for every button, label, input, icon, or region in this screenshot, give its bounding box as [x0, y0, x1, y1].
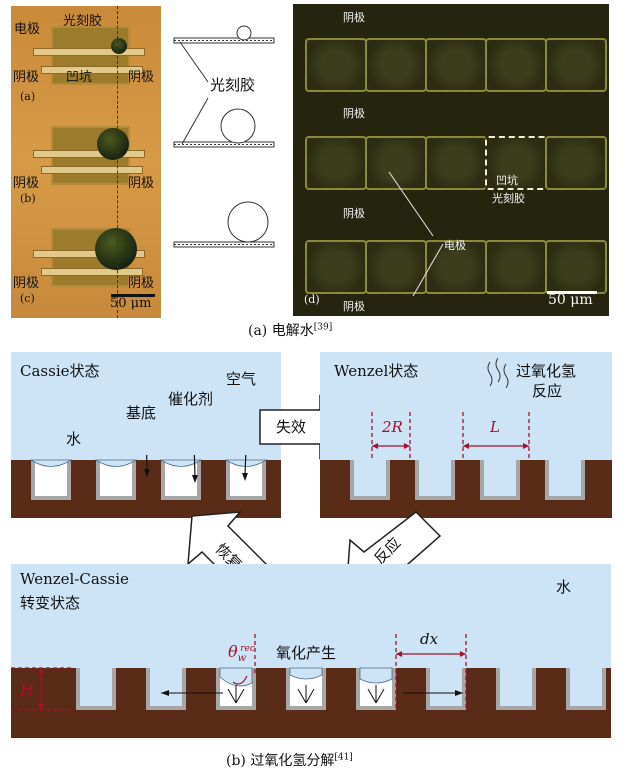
theta-sup: rec	[240, 643, 255, 654]
scale-label: 50 μm	[110, 296, 152, 311]
transition-dim-H: H	[20, 680, 34, 699]
pit-cell	[425, 240, 487, 294]
caption-b: (b) 过氧化氢分解[41]	[226, 750, 353, 770]
dark-label-electrode: 电极	[444, 239, 466, 252]
label-cathode: 阴极	[128, 176, 155, 191]
pit-cell	[485, 136, 547, 190]
dark-label-pit: 凹坑	[496, 174, 518, 187]
photo-column-left	[11, 6, 161, 318]
wenzel-title: Wenzel状态	[334, 362, 419, 380]
label-cathode: 阴极	[128, 70, 155, 85]
caption-a: (a) 电解水[39]	[248, 320, 332, 340]
caption-b-ref: [41]	[334, 752, 353, 763]
caption-a-text: (a) 电解水	[248, 323, 314, 339]
theta-main: θ	[228, 642, 238, 661]
cassie-label-water: 水	[66, 430, 82, 448]
bubble	[111, 38, 127, 54]
wenzel-dim-2R: 2R	[382, 418, 403, 436]
wenzel-pits	[350, 460, 585, 500]
scale-bar	[547, 291, 597, 294]
sub-label-b: (b)	[20, 192, 36, 205]
cassie-water	[11, 352, 281, 460]
dark-label-cathode: 阴极	[343, 11, 365, 24]
pit-cell	[545, 136, 607, 190]
transition-dim-dx: dx	[420, 630, 439, 648]
wenzel-water	[320, 352, 612, 460]
pit-cell	[305, 136, 367, 190]
transition-label-water: 水	[556, 578, 572, 596]
electrode-strip	[33, 48, 145, 56]
electrode-strip	[33, 250, 145, 258]
bubble	[97, 128, 129, 160]
transition-title-line2: 转变状态	[20, 594, 81, 612]
electrode-strip	[41, 268, 143, 276]
transition-dimensions	[11, 634, 467, 711]
dark-label-cathode: 阴极	[343, 207, 365, 220]
electrode-leaders	[388, 171, 444, 297]
sub-label-c: (c)	[20, 292, 35, 305]
caption-b-text: (b) 过氧化氢分解	[226, 753, 335, 769]
pit-cell	[545, 38, 607, 92]
transition-label-oxidation: 氧化产生	[276, 644, 337, 662]
pit-cell	[365, 136, 427, 190]
sub-label-a: (a)	[20, 90, 36, 103]
bubble	[95, 228, 137, 270]
label-cathode: 阴极	[13, 276, 40, 291]
label-photoresist: 光刻胶	[63, 14, 103, 29]
microscope-image	[293, 4, 609, 316]
scale-bar	[111, 294, 155, 297]
sub-label-d: (d)	[304, 293, 320, 306]
label-pit: 凹坑	[66, 70, 93, 85]
caption-a-ref: [39]	[313, 322, 333, 333]
wenzel-reaction-line2: 反应	[532, 382, 563, 400]
dark-scale-label: 50 μm	[548, 292, 593, 308]
bubble-sketch	[173, 25, 275, 248]
cassie-title: Cassie状态	[20, 362, 100, 380]
dark-label-cathode: 阴极	[343, 107, 365, 120]
cassie-label-substrate: 基底	[126, 404, 157, 422]
theta-sub: w	[237, 653, 247, 665]
dashed-guide	[117, 6, 118, 318]
transition-water	[11, 564, 611, 668]
transition-pits	[76, 667, 606, 710]
wenzel-reaction-line1: 过氧化氢	[516, 362, 577, 380]
pit-cell	[485, 240, 547, 294]
dark-label-photoresist: 光刻胶	[492, 192, 525, 205]
label-cathode: 阴极	[13, 70, 40, 85]
pit-cell	[365, 240, 427, 294]
sketch-label-photoresist: 光刻胶	[210, 76, 256, 94]
cassie-pits	[29, 455, 268, 500]
pit-cell	[365, 38, 427, 92]
wenzel-dim-L: L	[490, 418, 500, 436]
cassie-label-air: 空气	[226, 370, 257, 388]
fail-arrow-label: 失效	[276, 418, 307, 436]
pit-cell	[545, 240, 607, 294]
electrode-strip	[33, 150, 145, 158]
cassie-label-catalyst: 催化剂	[168, 390, 214, 408]
pit-cell	[425, 136, 487, 190]
label-cathode: 阴极	[128, 276, 155, 291]
dark-label-cathode: 阴极	[343, 300, 365, 313]
electrode-strip	[41, 66, 143, 74]
wenzel-dimensions	[371, 357, 530, 460]
transition-theta: θwrec	[228, 642, 255, 664]
electrode-strip	[41, 166, 143, 174]
label-cathode: 阴极	[13, 176, 40, 191]
label-electrode: 电极	[14, 22, 41, 37]
pit-cell	[485, 38, 547, 92]
transition-title-line1: Wenzel-Cassie	[20, 570, 129, 588]
